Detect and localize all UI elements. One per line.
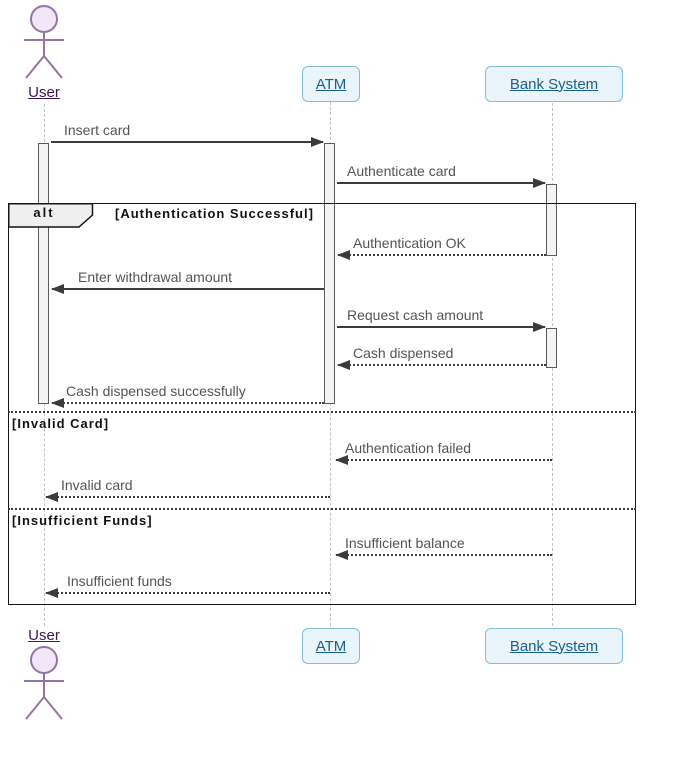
atm-label-top: ATM [315, 75, 347, 93]
participant-atm-bottom: ATM [302, 628, 360, 664]
message-arrow [338, 364, 546, 366]
message-label: Insufficient funds [67, 573, 172, 589]
arrowhead-left-icon [337, 250, 350, 260]
user-actor-icon-bottom [22, 645, 66, 728]
arrowhead-left-icon [337, 360, 350, 370]
activation-bank-1 [546, 184, 557, 256]
guard-invalid-card: [Invalid Card] [12, 416, 110, 431]
message-arrow [52, 402, 324, 404]
message-request-cash-amount: Request cash amount [337, 307, 546, 332]
message-authentication-failed: Authentication failed [335, 440, 552, 465]
user-label-top: User [28, 84, 60, 101]
message-arrow [46, 592, 330, 594]
message-arrow [51, 141, 323, 143]
arrowhead-left-icon [335, 550, 348, 560]
message-label: Insufficient balance [345, 535, 465, 551]
message-arrow [338, 254, 546, 256]
message-label: Authenticate card [347, 163, 456, 179]
arrowhead-right-icon [311, 137, 324, 147]
participant-bank-system-top: Bank System [485, 66, 623, 102]
message-cash-dispensed: Cash dispensed [337, 345, 546, 370]
message-invalid-card: Invalid card [45, 477, 330, 502]
alt-divider-2 [8, 508, 636, 510]
message-enter-withdrawal-amount: Enter withdrawal amount [51, 269, 324, 294]
arrowhead-left-icon [335, 455, 348, 465]
message-label: Authentication failed [345, 440, 472, 456]
message-arrow [337, 326, 545, 328]
arrowhead-left-icon [45, 492, 58, 502]
activation-bank-2 [546, 328, 557, 368]
message-arrow [46, 496, 330, 498]
message-label: Invalid card [61, 477, 133, 493]
message-label: Cash dispensed [353, 345, 454, 361]
arrowhead-right-icon [533, 178, 546, 188]
alt-operator-label: alt [33, 205, 55, 220]
user-label-bottom: User [28, 627, 60, 644]
arrowhead-right-icon [533, 322, 546, 332]
participant-bank-system-bottom: Bank System [485, 628, 623, 664]
guard-authentication-successful: [Authentication Successful] [115, 206, 314, 221]
message-label: Insert card [64, 122, 131, 138]
message-authenticate-card: Authenticate card [337, 163, 546, 188]
user-actor-icon [22, 4, 66, 87]
message-arrow [336, 554, 552, 556]
arrowhead-left-icon [51, 284, 64, 294]
arrowhead-left-icon [45, 588, 58, 598]
message-insert-card: Insert card [51, 122, 324, 147]
arrowhead-left-icon [51, 398, 64, 408]
message-insufficient-funds: Insufficient funds [45, 573, 330, 598]
guard-insufficient-funds: [Insufficient Funds] [12, 513, 153, 528]
atm-label-bottom: ATM [315, 637, 347, 655]
alt-divider-1 [8, 411, 636, 413]
message-arrow [52, 288, 324, 290]
message-arrow [337, 182, 545, 184]
alt-operator-pentagon: alt [8, 203, 94, 233]
message-label: Request cash amount [347, 307, 484, 323]
message-label: Authentication OK [353, 235, 466, 251]
message-arrow [336, 459, 552, 461]
alt-frame [8, 203, 636, 605]
message-authentication-ok: Authentication OK [337, 235, 546, 260]
message-cash-dispensed-successfully: Cash dispensed successfully [51, 383, 324, 408]
activation-user [38, 143, 49, 404]
bank-system-label-bottom: Bank System [509, 637, 599, 655]
activation-atm [324, 143, 335, 404]
participant-atm-top: ATM [302, 66, 360, 102]
message-label: Enter withdrawal amount [78, 269, 233, 285]
message-label: Cash dispensed successfully [66, 383, 246, 399]
message-insufficient-balance: Insufficient balance [335, 535, 552, 560]
bank-system-label-top: Bank System [509, 75, 599, 93]
